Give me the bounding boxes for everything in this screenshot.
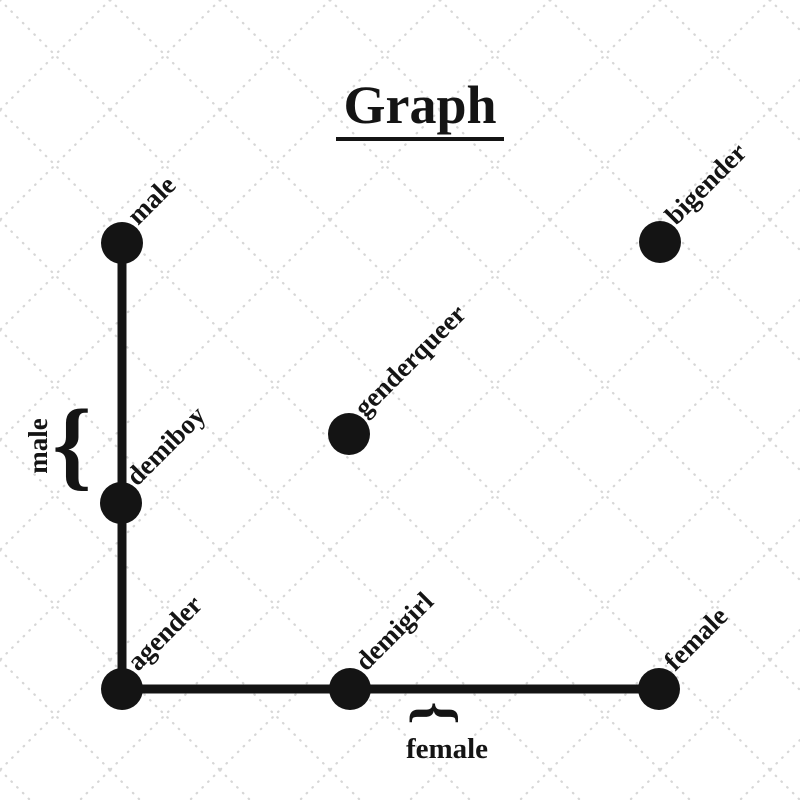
node-female-dot <box>638 668 680 710</box>
node-demigirl-dot <box>329 668 371 710</box>
bottom-brace-icon: { <box>405 702 470 725</box>
node-bigender-dot <box>639 221 681 263</box>
bottom-brace-label: female <box>406 733 488 765</box>
left-brace-icon: { <box>52 389 91 500</box>
page-title: Graph <box>343 75 496 135</box>
node-agender-dot <box>101 668 143 710</box>
node-genderqueer-dot <box>328 413 370 455</box>
node-male-dot <box>101 222 143 264</box>
left-brace-label: male <box>23 418 53 473</box>
node-demiboy-dot <box>100 482 142 524</box>
